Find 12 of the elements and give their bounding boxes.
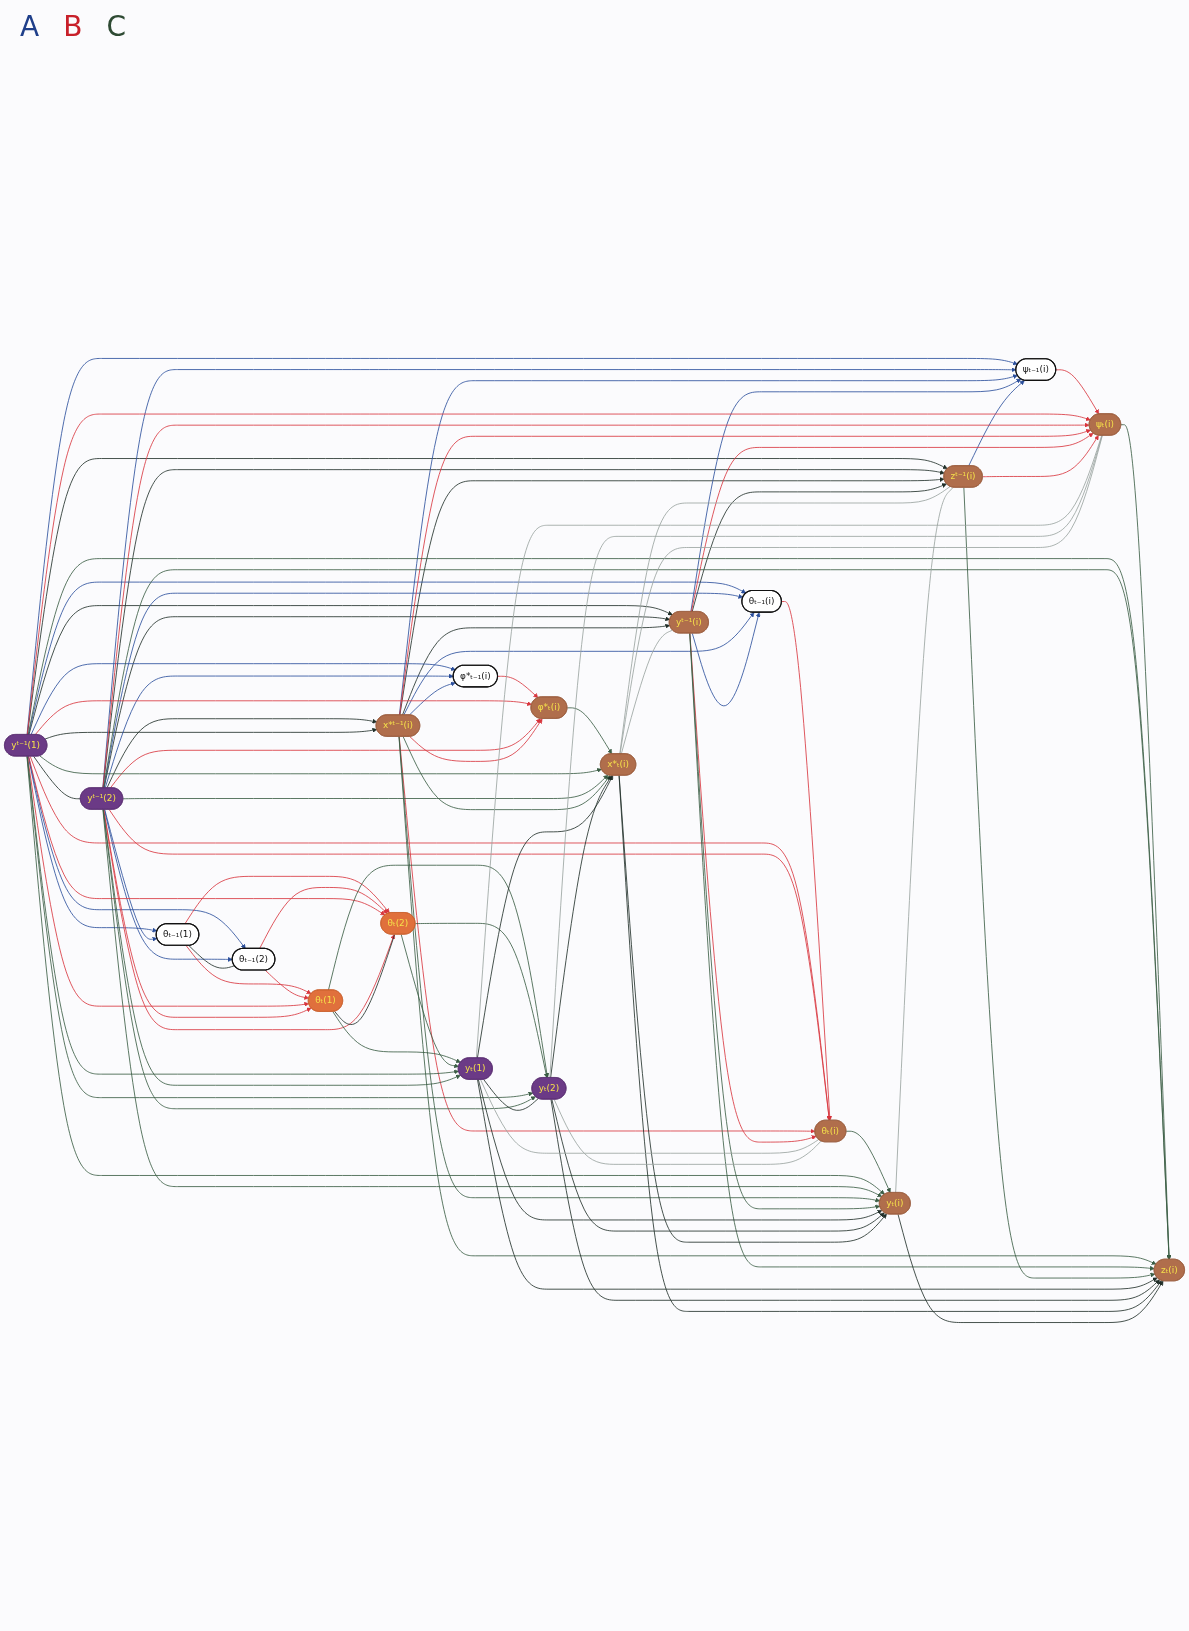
connector	[620, 629, 673, 754]
connector	[188, 944, 235, 969]
group-letter: B	[63, 10, 83, 43]
connector	[334, 933, 396, 1025]
group-letter: C	[106, 10, 126, 43]
connector	[483, 1078, 539, 1111]
connector	[619, 485, 951, 754]
group-letter: A	[20, 10, 40, 43]
connector	[895, 486, 954, 1193]
connector	[33, 755, 81, 799]
connector	[480, 1078, 820, 1154]
connector	[553, 1098, 822, 1165]
